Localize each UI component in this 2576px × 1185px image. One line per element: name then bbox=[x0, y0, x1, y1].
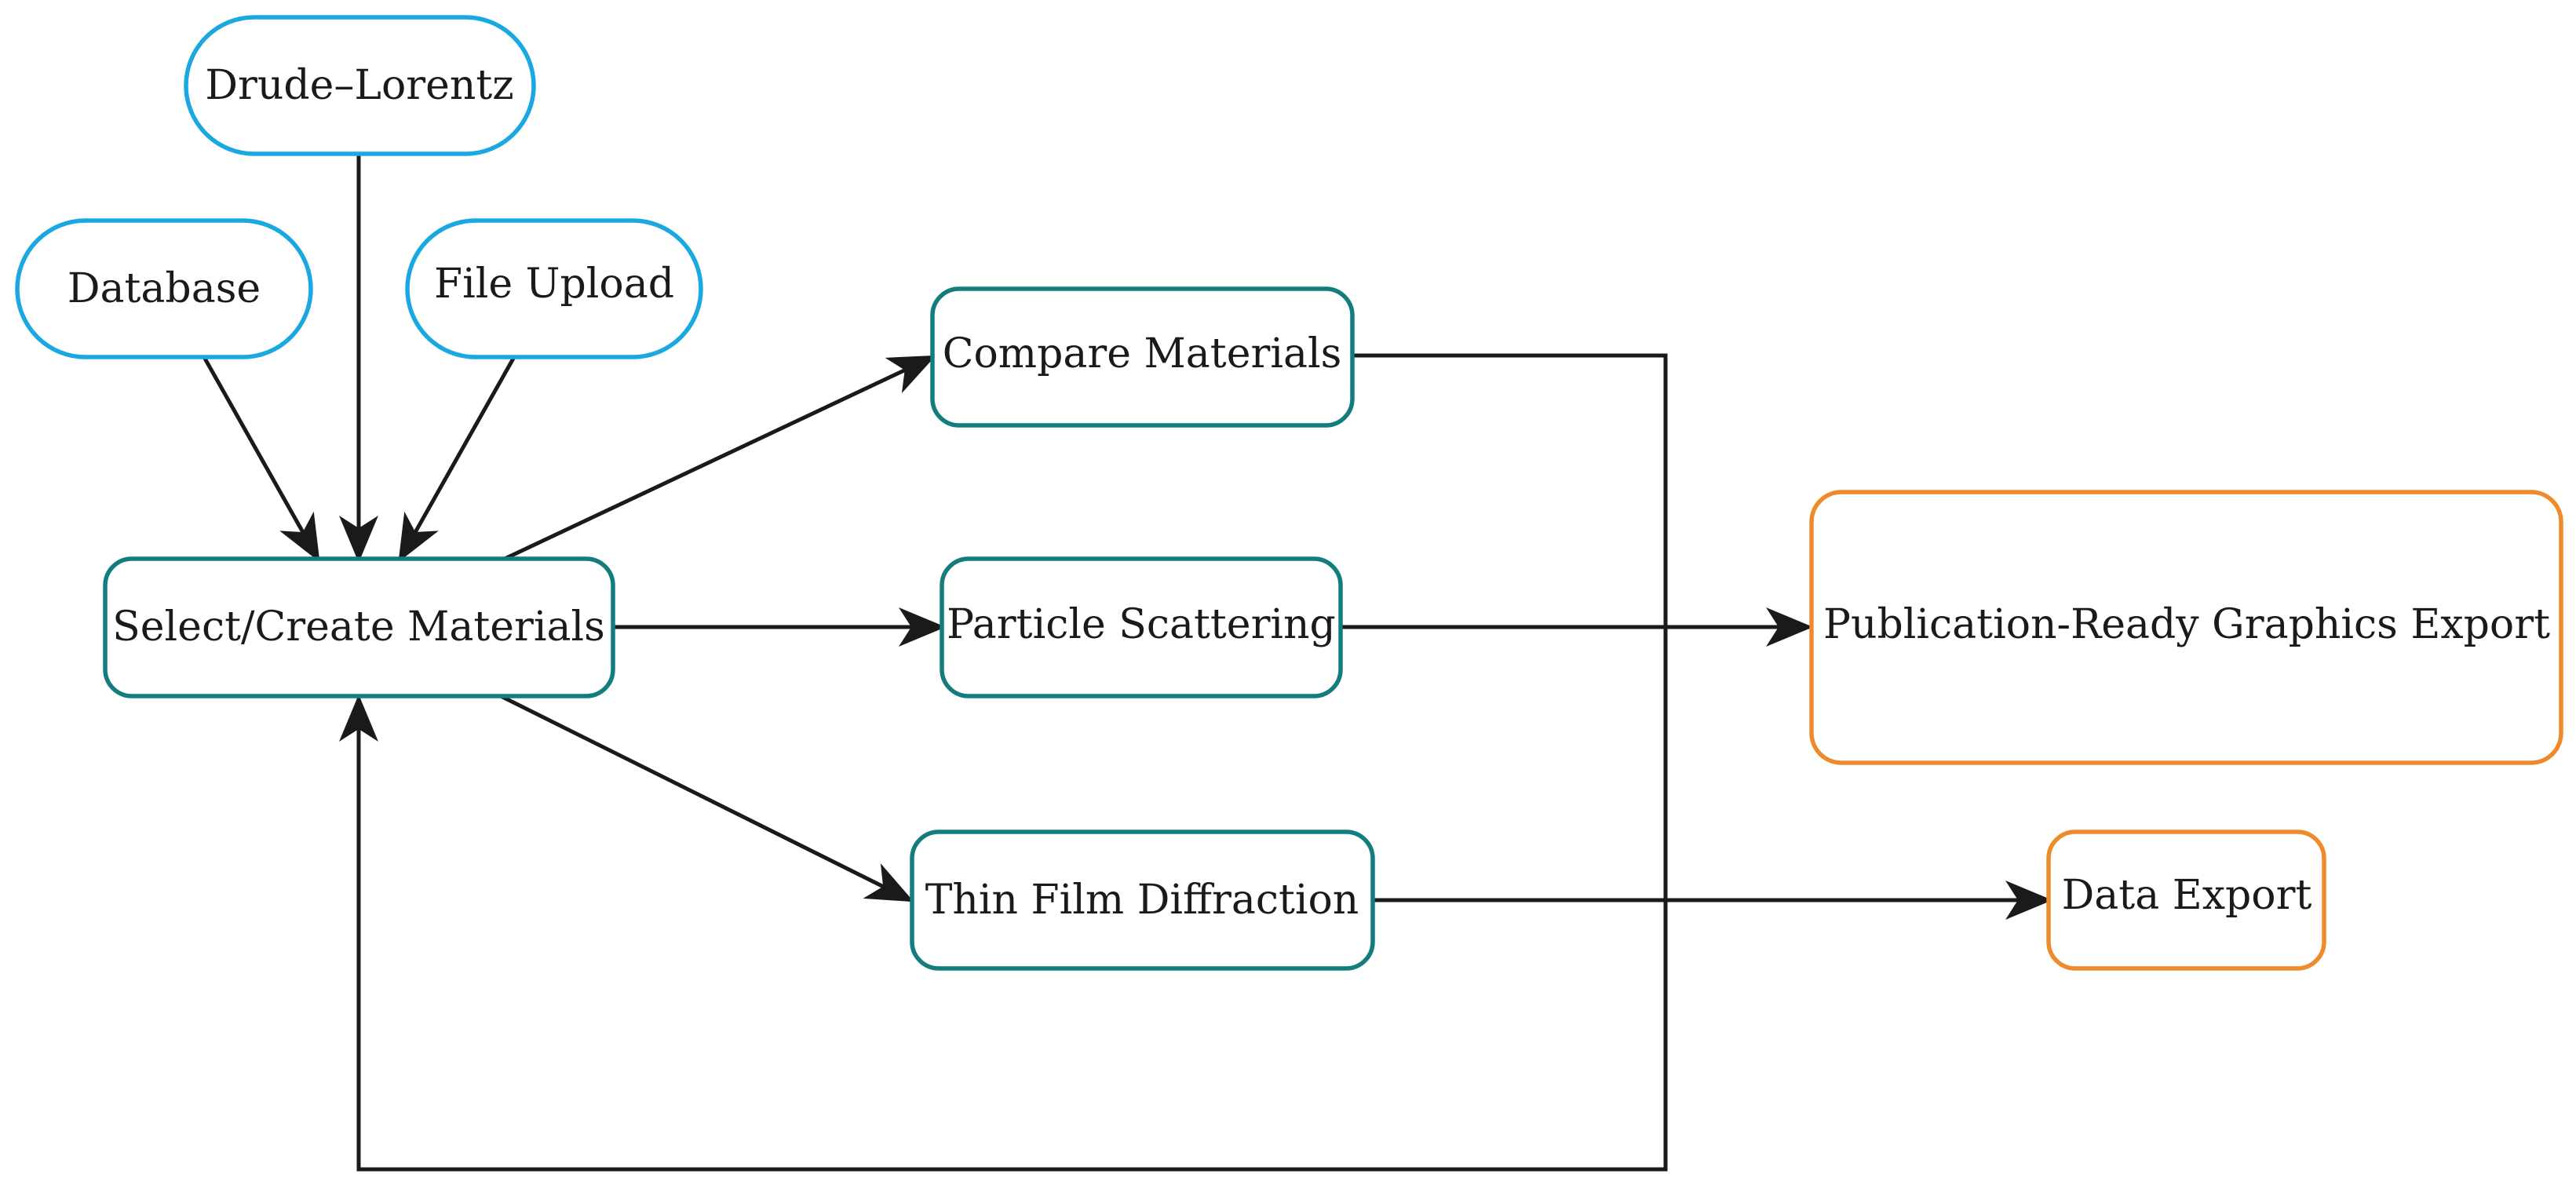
node-particle-scattering: Particle Scattering bbox=[940, 556, 1343, 698]
node-label: Publication-Ready Graphics Export bbox=[1823, 601, 2550, 648]
node-label: File Upload bbox=[434, 261, 674, 308]
node-publication-ready-graphics-export: Publication-Ready Graphics Export bbox=[1809, 490, 2563, 765]
node-file-upload: File Upload bbox=[405, 218, 703, 359]
node-select-create-materials: Select/Create Materials bbox=[103, 556, 615, 698]
node-box bbox=[2046, 830, 2326, 971]
node-label: Database bbox=[68, 265, 261, 312]
node-compare-materials: Compare Materials bbox=[930, 286, 1355, 428]
node-box bbox=[405, 218, 703, 359]
node-label: Compare Materials bbox=[943, 330, 1342, 377]
node-label: Thin Film Diffraction bbox=[925, 877, 1359, 924]
node-drude-lorentz: Drude–Lorentz bbox=[184, 15, 536, 156]
node-box bbox=[103, 556, 615, 698]
node-box bbox=[930, 286, 1355, 428]
node-box bbox=[15, 218, 313, 359]
node-box bbox=[910, 830, 1375, 971]
node-label: Drude–Lorentz bbox=[205, 62, 513, 109]
node-data-export: Data Export bbox=[2046, 830, 2326, 971]
node-label: Data Export bbox=[2062, 872, 2312, 919]
node-box bbox=[184, 15, 536, 156]
edge-fileupload-to-select bbox=[398, 356, 516, 563]
node-box bbox=[940, 556, 1343, 698]
node-box bbox=[1809, 490, 2563, 765]
edge-database-to-select bbox=[202, 356, 320, 563]
edge-select-to-thinfilm bbox=[499, 694, 914, 902]
node-label: Particle Scattering bbox=[947, 601, 1336, 648]
node-label: Select/Create Materials bbox=[112, 603, 605, 651]
edge-select-to-compare bbox=[503, 355, 936, 561]
edges bbox=[202, 154, 2052, 1172]
edge-compare-to-select-feedback bbox=[339, 353, 1668, 1172]
node-database: Database bbox=[15, 218, 313, 359]
node-thin-film-diffraction: Thin Film Diffraction bbox=[910, 830, 1375, 971]
